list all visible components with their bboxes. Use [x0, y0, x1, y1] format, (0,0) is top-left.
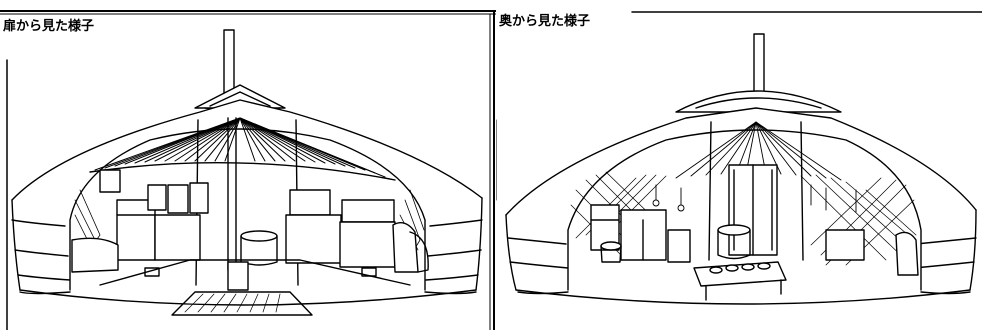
figure-panel-back-view: 奥から見た様子: [496, 0, 982, 330]
caption-door-view: 扉から見た様子: [3, 19, 95, 34]
figure-panel-door-view: 扉から見た様子: [0, 10, 496, 330]
yurt-illustration-door-view: [0, 10, 496, 330]
caption-back-view: 奥から見た様子: [499, 14, 591, 29]
yurt-illustration-back-view: [496, 11, 982, 305]
